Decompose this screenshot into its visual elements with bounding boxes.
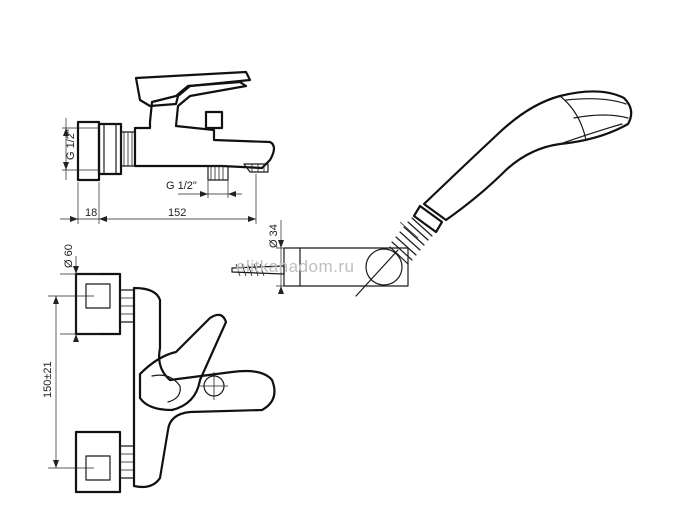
lever-side <box>134 70 252 108</box>
wall-screw <box>231 263 285 277</box>
length-spout-label: 152 <box>168 207 186 219</box>
bottom-flange <box>74 430 122 494</box>
holder-ring <box>365 248 403 286</box>
depth-wall-label: 18 <box>85 207 97 219</box>
diverter-knob <box>204 110 224 130</box>
thread-bottom-label: G 1/2" <box>166 180 197 192</box>
front-view-dimensions: Ø 60 150±21 <box>42 244 100 469</box>
front-view <box>74 272 276 494</box>
watermark-text: elitkanadom.ru <box>236 257 355 276</box>
shower-connector <box>412 204 444 234</box>
lever-front <box>138 313 228 412</box>
hose-holder: Ø 34 <box>231 220 409 297</box>
flange-diameter-label: Ø 60 <box>63 244 75 268</box>
wall-plate <box>76 120 101 182</box>
hose-diameter-label: Ø 34 <box>268 224 280 248</box>
shower-handle <box>422 90 633 222</box>
hose-coils <box>389 217 433 265</box>
connector-nut <box>97 122 123 176</box>
side-view <box>76 70 276 182</box>
top-flange <box>74 272 122 336</box>
hand-shower <box>389 90 633 265</box>
center-distance-label: 150±21 <box>42 361 54 398</box>
outlet-spout <box>207 165 229 181</box>
thread-vertical-label: G 1/2" <box>65 129 77 160</box>
faucet-body-front <box>132 286 276 489</box>
faucet-body-side <box>133 80 276 170</box>
aerator <box>243 163 269 173</box>
side-view-dimensions: G 1/2" G 1/2" 18 152 <box>60 118 257 224</box>
